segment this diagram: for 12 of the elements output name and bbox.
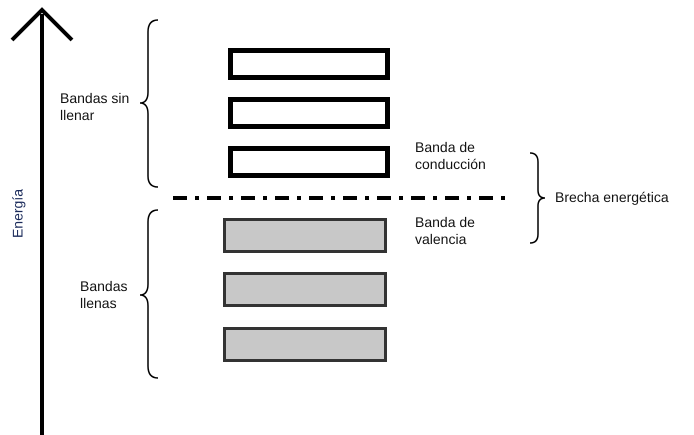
filled-band-bar: [223, 272, 387, 307]
group-label: Bandas sin llenar: [60, 90, 130, 124]
group-label: Bandas llenas: [80, 278, 128, 312]
empty-band-box: [228, 97, 390, 129]
filled-band-bar: [223, 327, 387, 362]
band-label: Banda de conducción: [415, 139, 487, 173]
band-label: Banda de valencia: [415, 214, 476, 248]
axis-label: Energía: [10, 188, 26, 240]
empty-band-box: [228, 146, 390, 178]
gap-label: Brecha energética: [555, 189, 670, 206]
empty-band-box: [228, 48, 390, 80]
filled-band-bar: [223, 218, 387, 253]
